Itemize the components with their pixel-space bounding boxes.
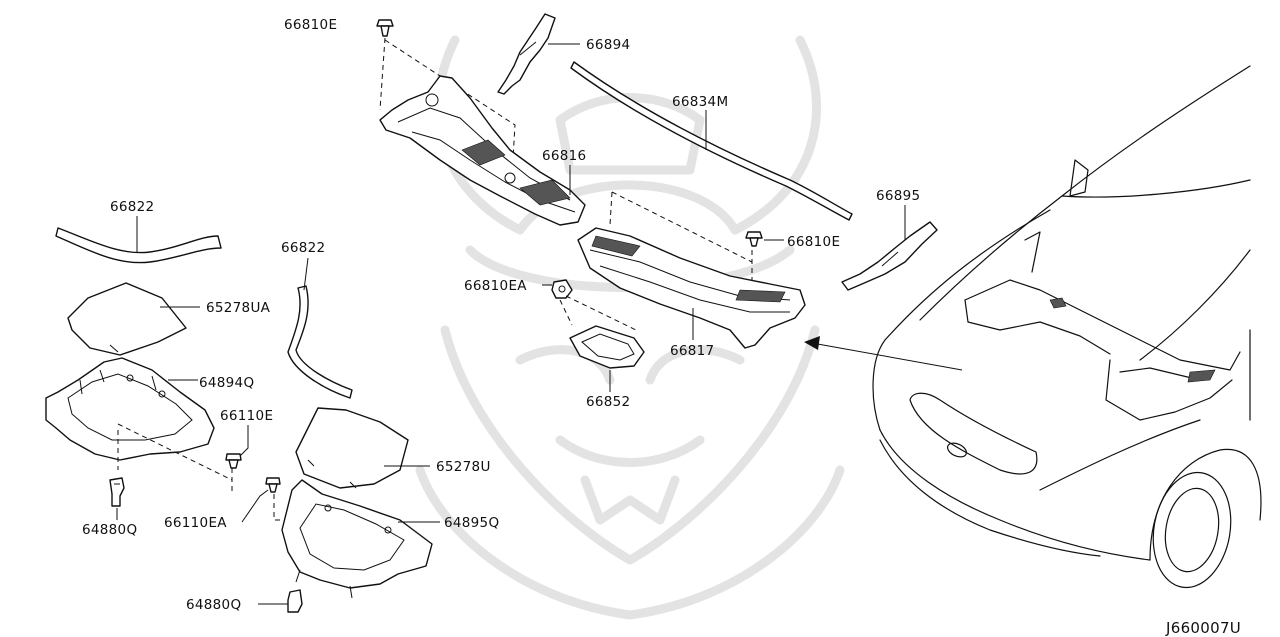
label-66895[interactable]: 66895: [876, 188, 920, 204]
cover-65278ua[interactable]: [67, 282, 187, 356]
label-65278ua[interactable]: 65278UA: [206, 300, 271, 316]
seal-strip-66822-mid[interactable]: [287, 285, 353, 399]
leader-dashed: [609, 191, 613, 226]
cowl-top-66817[interactable]: [577, 227, 806, 349]
leader-dashed: [384, 39, 516, 176]
bracket-64880q-bottom[interactable]: [287, 589, 303, 613]
clip-66810e-right[interactable]: [745, 231, 763, 247]
leader-line: [241, 489, 269, 523]
label-64880q-left[interactable]: 64880Q: [82, 522, 137, 538]
label-66834m[interactable]: 66834M: [672, 94, 728, 110]
label-66810e-right[interactable]: 66810E: [787, 234, 840, 250]
frame-64894q[interactable]: [45, 357, 215, 461]
label-66810ea[interactable]: 66810EA: [464, 278, 527, 294]
label-64894q[interactable]: 64894Q: [199, 375, 254, 391]
diagram-code: J660007U: [1165, 619, 1241, 637]
leader-dashed: [559, 299, 573, 326]
clip-66810ea[interactable]: [551, 279, 573, 299]
seal-strip-66822-left[interactable]: [55, 227, 222, 264]
clip-66110ea[interactable]: [265, 477, 281, 493]
label-64880q-bottom[interactable]: 64880Q: [186, 597, 241, 613]
bracket-64880q-left[interactable]: [109, 477, 125, 507]
label-66816[interactable]: 66816: [542, 148, 586, 164]
weatherstrip-66834m[interactable]: [570, 61, 853, 221]
seal-66852[interactable]: [569, 325, 645, 369]
detail-arrow: [804, 336, 963, 371]
label-66817[interactable]: 66817: [670, 343, 714, 359]
cover-65278u[interactable]: [295, 407, 409, 489]
bracket-66895[interactable]: [841, 221, 938, 291]
clip-66110e[interactable]: [225, 453, 242, 469]
leader-line: [239, 425, 249, 457]
label-66822-mid[interactable]: 66822: [281, 240, 325, 256]
cowl-top-66816[interactable]: [379, 75, 586, 226]
frame-64895q[interactable]: [281, 479, 433, 599]
car-illustration: [872, 65, 1262, 589]
label-66822-left[interactable]: 66822: [110, 199, 154, 215]
label-66810e-top[interactable]: 66810E: [284, 17, 337, 33]
label-66110e[interactable]: 66110E: [220, 408, 273, 424]
label-66110ea[interactable]: 66110EA: [164, 515, 227, 531]
label-66894[interactable]: 66894: [586, 37, 630, 53]
leader-dashed: [565, 295, 637, 331]
label-66852[interactable]: 66852: [586, 394, 630, 410]
leader-dashed: [611, 191, 753, 263]
label-65278u[interactable]: 65278U: [436, 459, 491, 475]
leader-dashed: [379, 37, 386, 111]
bracket-66894[interactable]: [497, 13, 556, 95]
clip-66810e-top[interactable]: [376, 19, 394, 37]
label-64895q[interactable]: 64895Q: [444, 515, 499, 531]
leader-line: [303, 257, 309, 291]
leader-dashed: [117, 423, 233, 481]
